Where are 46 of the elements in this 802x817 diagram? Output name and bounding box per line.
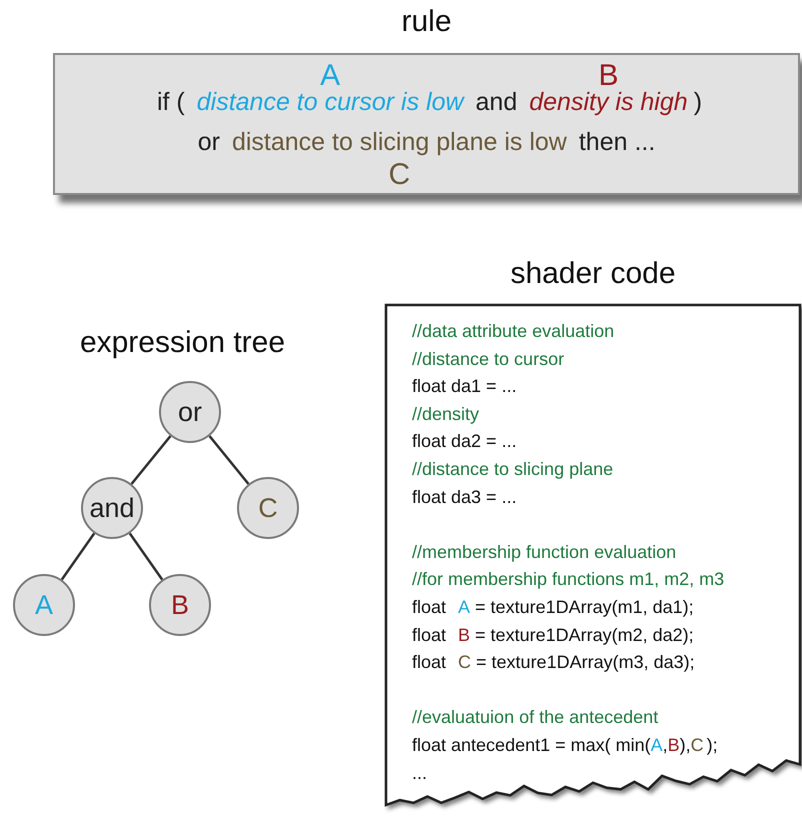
code-text: float — [412, 624, 446, 646]
node-label: C — [258, 492, 278, 524]
code-text: C — [690, 735, 704, 756]
rule-text: then ... — [578, 128, 656, 157]
code-text: ); — [706, 735, 718, 756]
node-label: and — [89, 492, 135, 524]
code-text: , — [662, 735, 668, 756]
code-text: //for membership functions m1, m2, m3 — [412, 569, 724, 590]
code-text: C — [458, 652, 472, 674]
rule-text: and — [476, 88, 518, 117]
code-text: //data attribute evaluation — [412, 321, 614, 342]
code-text: //evaluatuion of the antecedent — [412, 707, 658, 728]
code-text: A — [650, 735, 663, 756]
code-text: A — [458, 597, 470, 618]
code-text: //distance to slicing plane — [412, 459, 614, 480]
code-text: float da3 = ... — [412, 486, 517, 508]
rule-text: or — [198, 128, 220, 157]
node-label: A — [34, 590, 53, 620]
tree-edge — [208, 435, 250, 485]
tree-edge — [128, 532, 164, 580]
rule-text: distance to slicing plane is low — [232, 128, 567, 156]
code-text: B — [668, 735, 680, 756]
rule-text: ) — [694, 88, 702, 117]
code-text: float da1 = ... — [412, 376, 517, 398]
code-text: //membership function evaluation — [412, 542, 676, 563]
code-text: float — [412, 652, 446, 674]
code-text: = texture1DArray(m3, da3); — [476, 652, 695, 674]
code-text: float antecedent1 = max( min( — [412, 735, 651, 756]
code-text: //density — [412, 404, 480, 425]
code-text: //distance to cursor — [412, 348, 564, 370]
code-text: = texture1DArray(m1, da1); — [475, 597, 694, 618]
section-heading: rule — [400, 5, 453, 39]
tree-edge — [60, 532, 96, 580]
tree-edge — [130, 435, 172, 485]
section-heading: shader code — [509, 257, 677, 291]
section-heading: expression tree — [78, 326, 286, 360]
term-letter: C — [388, 158, 412, 192]
code-text: float — [412, 597, 446, 618]
node-label: B — [170, 590, 189, 620]
code-text: ... — [412, 762, 428, 784]
code-text: ), — [680, 735, 691, 756]
code-text: B — [458, 624, 470, 646]
code-text: = texture1DArray(m2, da2); — [475, 624, 694, 646]
rule-text: if ( — [156, 88, 185, 117]
node-label: or — [178, 396, 202, 428]
code-text: float da2 = ... — [412, 431, 517, 452]
